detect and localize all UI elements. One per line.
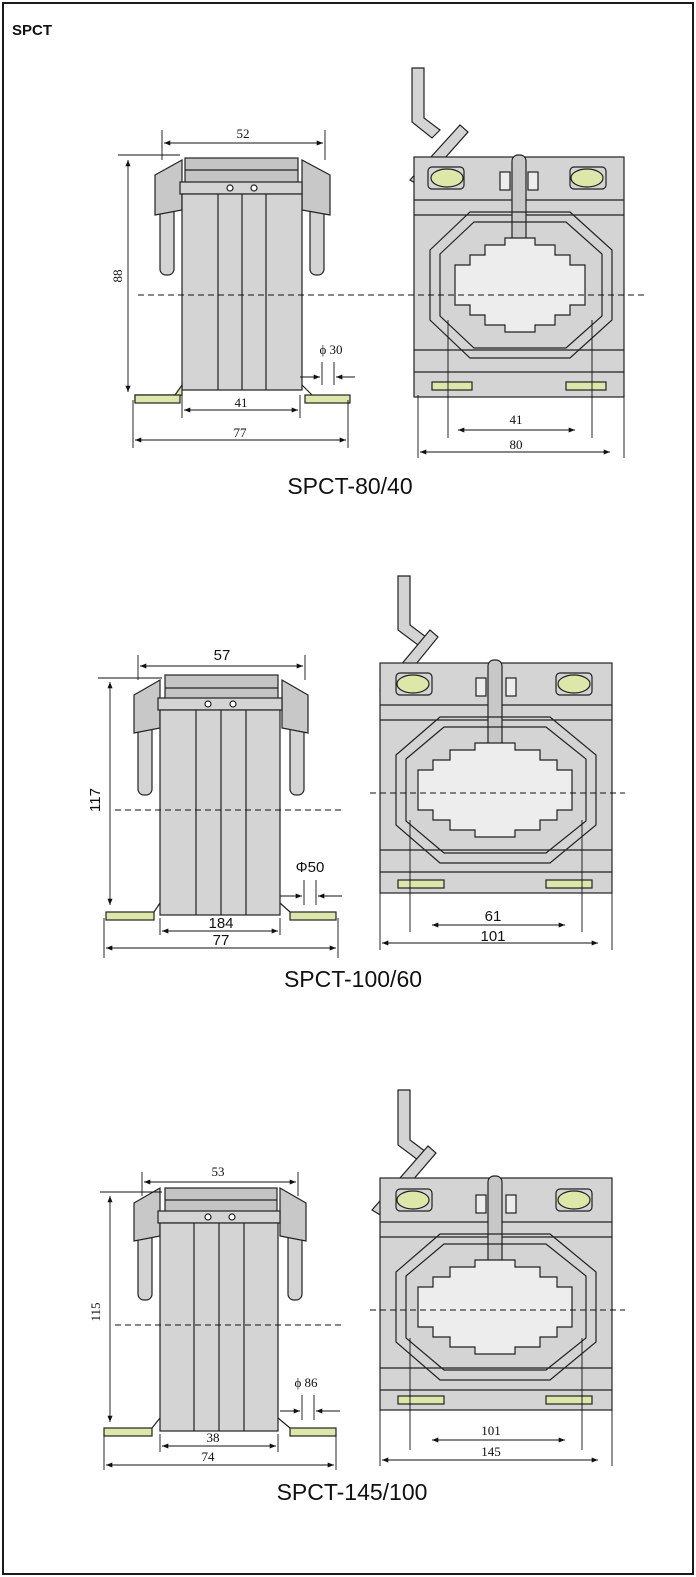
dim-top-width-3: 53: [212, 1164, 225, 1179]
caption-spct-80-40: SPCT-80/40: [287, 473, 412, 499]
octagon-outer: [429, 211, 613, 359]
dim-height-1: 88: [110, 270, 125, 283]
dim-overall-width-3: 74: [202, 1449, 216, 1464]
side-view-3: [103, 1186, 337, 1437]
front-dimensions-1: [138, 294, 645, 458]
side-dimensions-2: [98, 655, 342, 958]
side-view-2: [105, 674, 337, 921]
dim-front-inner-3: 101: [481, 1423, 501, 1438]
drawing-spct-80-40: 52 88 41 77 ϕ 30: [110, 67, 645, 499]
mounting-clip-right: [309, 204, 325, 276]
front-view-1: [409, 67, 625, 398]
side-bracket-left: [154, 158, 183, 216]
front-dimensions-2: [115, 792, 625, 950]
front-view-2: [379, 575, 613, 894]
dim-overall-width-1: 77: [234, 425, 248, 440]
dim-inner-width-3: 38: [207, 1430, 220, 1445]
side-dimensions-1: [118, 130, 355, 448]
dim-hole-2: Φ50: [296, 859, 325, 876]
dim-front-overall-3: 145: [481, 1444, 501, 1459]
dim-front-overall-2: 101: [480, 928, 505, 945]
dim-height-3: 115: [88, 1302, 103, 1321]
terminal-right: [304, 394, 351, 404]
dim-hole-1: ϕ 30: [319, 342, 342, 357]
front-view-3: [371, 1089, 613, 1411]
side-bracket-right: [301, 158, 331, 216]
page-heading: SPCT: [12, 22, 53, 39]
dim-inner-width-1: 41: [235, 395, 248, 410]
primary-window: [454, 237, 586, 333]
dim-front-inner-2: 61: [485, 908, 502, 925]
busbar-hook: [411, 67, 441, 139]
dim-hole-3: ϕ 86: [294, 1375, 318, 1390]
dim-height-2: 117: [87, 788, 104, 812]
side-view-1: [134, 157, 351, 404]
dim-overall-width-2: 77: [213, 932, 230, 949]
drawing-spct-145-100: 53 115 38 74 ϕ 86: [88, 1089, 625, 1505]
dim-inner-width-2: 184: [208, 915, 233, 932]
side-dimensions-3: [100, 1172, 340, 1470]
caption-spct-145-100: SPCT-145/100: [277, 1479, 428, 1505]
caption-spct-100-60: SPCT-100/60: [284, 966, 422, 992]
dim-front-overall-1: 80: [510, 437, 523, 452]
mounting-clip-left: [159, 204, 175, 276]
front-dimensions-3: [115, 1309, 625, 1466]
dim-top-width-1: 52: [237, 126, 250, 141]
dim-top-width-2: 57: [214, 647, 231, 664]
dim-front-inner-1: 41: [510, 412, 523, 427]
drawing-spct-100-60: 57 117 184 77 Φ50: [87, 575, 625, 992]
